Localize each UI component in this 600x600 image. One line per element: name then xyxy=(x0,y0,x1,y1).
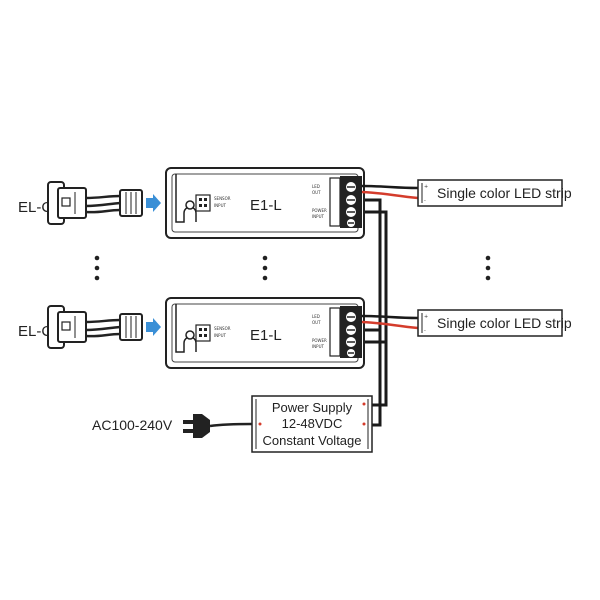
svg-text:-: - xyxy=(424,198,426,204)
svg-text:SENSOR: SENSOR xyxy=(214,326,231,331)
led-strip-label-bottom: Single color LED strip xyxy=(437,315,572,331)
svg-text:+: + xyxy=(424,184,428,190)
sensor-label-bottom: EL-C xyxy=(18,323,52,340)
controller-e1-l-top: SENSOR INPUT E1-L LED OUT POWER INPUT xyxy=(165,167,365,239)
ac-plug: AC100-240V xyxy=(92,414,253,438)
main-bus-wires xyxy=(362,198,388,427)
led-strip-label-top: Single color LED strip xyxy=(437,185,572,201)
svg-text:SENSOR: SENSOR xyxy=(214,196,231,201)
sensor-el-c-top: EL-C xyxy=(18,181,161,225)
svg-text:INPUT: INPUT xyxy=(214,203,227,208)
blue-arrow-bottom xyxy=(146,318,161,336)
led-strip-bottom: + - Single color LED strip xyxy=(417,309,572,337)
svg-text:LED: LED xyxy=(312,314,320,319)
svg-text:INPUT: INPUT xyxy=(214,333,227,338)
power-supply: Power Supply 12-48VDC Constant Voltage xyxy=(251,395,373,453)
sensor-label-top: EL-C xyxy=(18,199,52,216)
led-strip-top: + - Single color LED strip xyxy=(417,179,572,207)
svg-text:POWER: POWER xyxy=(312,338,327,343)
power-supply-line2: 12-48VDC xyxy=(282,416,343,431)
svg-text:-: - xyxy=(424,328,426,334)
svg-text:+: + xyxy=(424,314,428,320)
svg-text:LED: LED xyxy=(312,184,320,189)
power-supply-line1: Power Supply xyxy=(272,400,353,415)
blue-arrow-top xyxy=(146,194,161,212)
svg-text:POWER: POWER xyxy=(312,208,327,213)
controller-label-top: E1-L xyxy=(250,197,282,214)
ac-input-label: AC100-240V xyxy=(92,417,173,433)
controller-label-bottom: E1-L xyxy=(250,327,282,344)
led-output-wires xyxy=(361,184,419,330)
svg-text:INPUT: INPUT xyxy=(312,344,325,349)
svg-text:INPUT: INPUT xyxy=(312,214,325,219)
svg-text:OUT: OUT xyxy=(312,320,321,325)
svg-text:OUT: OUT xyxy=(312,190,321,195)
controller-e1-l-bottom: SENSOR INPUT E1-L LED OUT POWER INPUT xyxy=(165,297,365,369)
ellipsis-dots xyxy=(94,255,491,281)
sensor-el-c-bottom: EL-C xyxy=(18,305,161,349)
power-supply-line3: Constant Voltage xyxy=(262,433,361,448)
